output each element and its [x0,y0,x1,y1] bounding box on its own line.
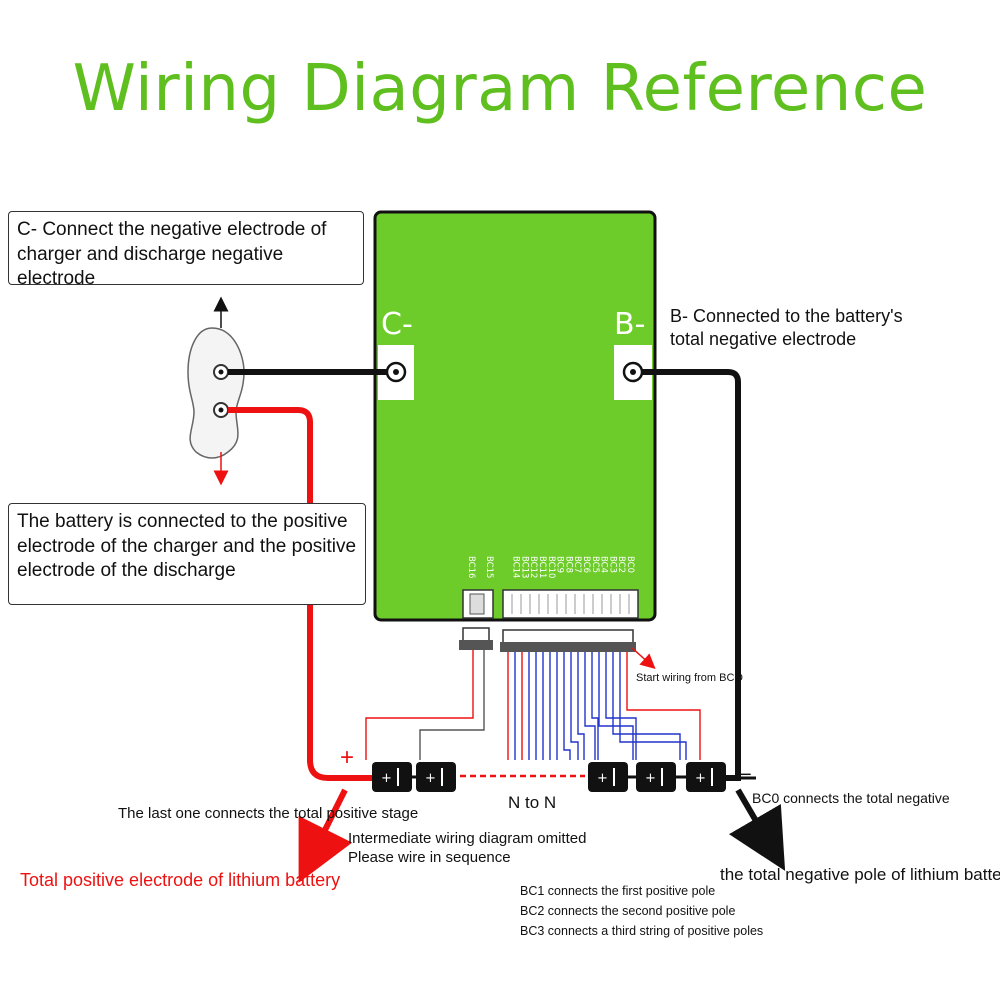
svg-text:+: + [645,771,656,786]
charger-plug[interactable] [187,327,245,459]
callout-positive: The battery is connected to the positive… [8,503,366,605]
pin-label: BC11 [537,556,547,578]
page-title: Wiring Diagram Reference [72,52,928,126]
total-negative-label: the total negative pole of lithium batte… [720,865,1000,884]
battery-cell: + [636,762,676,792]
last-one-note: The last one connects the total positive… [118,805,419,822]
cable-note: Start wiring from BCO [636,672,743,684]
omitted-note-1: Intermediate wiring diagram omitted [348,830,587,847]
battery-cell: + [686,762,726,792]
battery-cell: + [372,762,412,792]
pin-label: BC13 [519,556,529,578]
callout-c-minus: C- Connect the negative electrode of cha… [8,211,364,289]
pin-label: BC15 [484,556,494,578]
pin-label: BC2 [616,556,626,573]
terminal-b-label: B- [614,307,646,342]
pin-label: BC9 [555,556,565,573]
total-positive-arrow [298,788,353,883]
svg-text:+: + [695,771,706,786]
total-positive-label: Total positive electrode of lithium batt… [20,870,341,890]
pin-label: BC8 [563,556,573,573]
pin-label: BC0 [625,556,635,573]
svg-text:+: + [425,771,436,786]
main-header-pins [511,594,630,614]
bc-note: BC1 connects the first positive pole [520,884,716,898]
pin-label: BC16 [466,556,476,578]
minus-sign: − [740,764,752,786]
pin-label: BC4 [599,556,609,573]
pin-labels: BC0BC2BC3BC4BC5BC6BC7BC8BC9BC10BC11BC12B… [466,556,635,578]
pin-label: BC7 [572,556,582,573]
n-to-n-label: N to N [508,793,557,812]
plus-sign: + [340,744,355,771]
wire-b-minus [641,369,741,781]
main-header[interactable] [502,589,639,619]
terminal-c-label: C- [381,307,413,342]
pin-label: BC12 [528,556,538,578]
pin-label: BC5 [590,556,600,573]
pin-label: BC6 [581,556,591,573]
svg-text:+: + [381,771,392,786]
omitted-note-2: Please wire in sequence [348,849,511,866]
bc-note: BC2 connects the second positive pole [520,904,736,918]
battery-cell: + [588,762,628,792]
pin-label: BC10 [546,556,556,578]
bms-board [373,210,657,622]
callout-b-minus: B- Connected to the battery's total nega… [670,306,903,349]
pin-label: BC14 [511,556,521,578]
pin-label: BC3 [607,556,617,573]
bc-note: BC3 connects a third string of positive … [520,924,764,938]
total-negative-arrow [728,788,786,871]
svg-text:+: + [597,771,608,786]
balance-leads [365,650,701,760]
bc0-note: BC0 connects the total negative [752,790,950,806]
battery-cell: + [416,762,456,792]
